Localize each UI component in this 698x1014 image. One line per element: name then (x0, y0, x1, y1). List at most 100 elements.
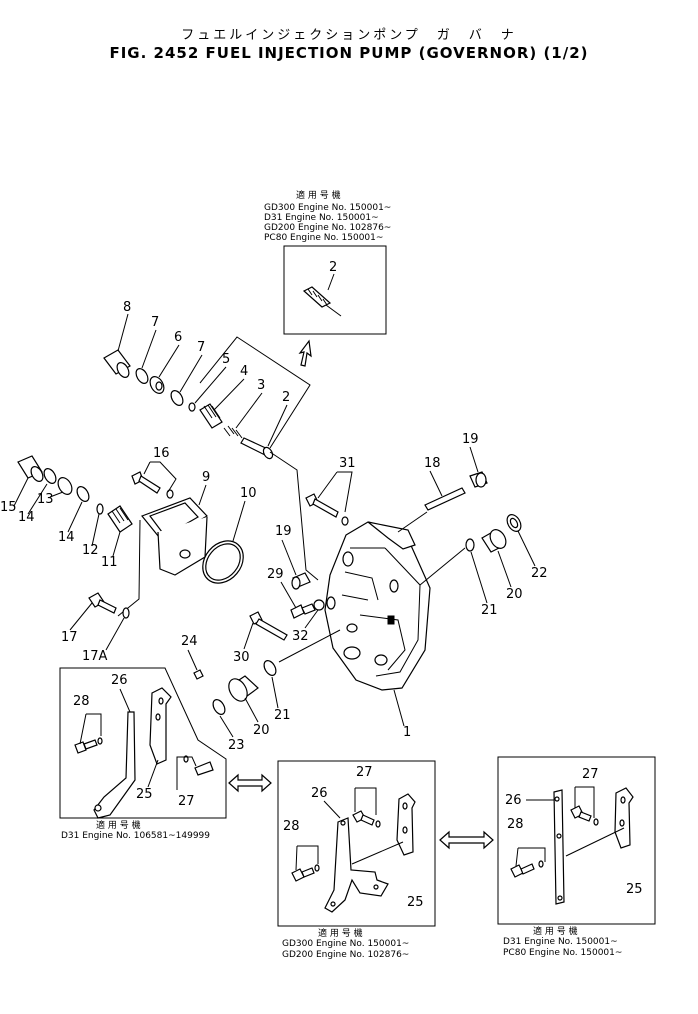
part-spring-4 (199, 403, 223, 429)
page-title: FIG. 2452 FUEL INJECTION PUMP (GOVERNOR)… (109, 44, 589, 62)
page-title-japanese: フュエルインジェクションポンプ ガ バ ナ (181, 28, 517, 43)
callout-22: 22 (531, 566, 548, 581)
assembly-frame (199, 336, 311, 449)
part-bolt-28 (74, 737, 103, 754)
callout-6: 6 (174, 330, 182, 345)
callout-2b: 2 (282, 390, 290, 405)
leader-line (117, 519, 141, 617)
callout-23: 23 (228, 738, 245, 753)
part-pin-18 (424, 487, 466, 511)
callout-7: 7 (151, 315, 159, 330)
part-nut-13 (57, 477, 73, 495)
serial-line: GD200 Engine No. 102876~ (264, 223, 391, 233)
variant-box-left (59, 667, 227, 819)
callout-30: 30 (233, 650, 250, 665)
callout-17a: 17A (82, 649, 108, 664)
part-bolt-27b (352, 810, 381, 828)
callout-19: 19 (462, 432, 479, 447)
part-lever-26 (93, 711, 136, 819)
part-bolt-27 (183, 755, 214, 776)
part-lever-25c (614, 787, 634, 849)
part-o-ring-12 (96, 503, 104, 515)
callout-21b: 21 (274, 708, 291, 723)
part-washer-14b (76, 486, 90, 502)
part-key-24 (193, 669, 204, 680)
callout-27: 27 (178, 794, 195, 809)
part-lever-26b (324, 817, 389, 913)
part-bolt-27c (570, 805, 599, 826)
part-plug-19b (291, 572, 311, 590)
part-bushing-20 (481, 529, 507, 553)
washer (166, 489, 174, 499)
governor-housing-1 (324, 521, 431, 691)
leader-line (278, 629, 341, 663)
part-bolt-28b (291, 864, 320, 882)
callout-27c: 27 (582, 767, 599, 782)
serial-line: PC80 Engine No. 150001~ (264, 233, 383, 243)
callout-31: 31 (339, 456, 356, 471)
callout-25c: 25 (626, 882, 643, 897)
applicability-heading: 適 用 号 機 (96, 819, 141, 831)
variant-box-top (283, 245, 387, 335)
double-arrow (298, 339, 312, 367)
callout-18: 18 (424, 456, 441, 471)
leader-line (419, 547, 466, 586)
callout-28c: 28 (507, 817, 524, 832)
callout-14b: 14 (58, 530, 75, 545)
part-bolt-31 (305, 493, 349, 526)
part-spring-3 (223, 425, 243, 439)
part-washer-7 (135, 368, 149, 384)
part-plug-19 (469, 471, 488, 488)
callout-25b: 25 (407, 895, 424, 910)
callout-7b: 7 (197, 340, 205, 355)
part-washer-14 (43, 468, 57, 484)
callout-28b: 28 (283, 819, 300, 834)
callout-29: 29 (267, 567, 284, 582)
part-washer-17a (122, 607, 130, 619)
part-seal-22 (506, 514, 522, 532)
serial-line: GD300 Engine No. 150001~ (282, 939, 409, 949)
part-bolt-30 (249, 611, 288, 641)
part-nut-8 (103, 349, 131, 378)
callout-4: 4 (240, 364, 248, 379)
part-lever-25b (396, 793, 416, 856)
callout-2: 2 (329, 260, 337, 275)
part-lever-25 (149, 687, 172, 765)
callout-3: 3 (257, 378, 265, 393)
applicability-heading: 適 用 号 機 (318, 927, 363, 939)
part-bolt-2-variant (302, 286, 342, 317)
callout-26c: 26 (505, 793, 522, 808)
callout-32: 32 (292, 629, 309, 644)
callout-20b: 20 (253, 723, 270, 738)
callout-26b: 26 (311, 786, 328, 801)
part-o-ring-21 (465, 538, 475, 552)
callout-20: 20 (506, 587, 523, 602)
callout-13: 13 (37, 492, 54, 507)
double-arrow (228, 773, 272, 793)
part-spring-11 (107, 505, 133, 533)
double-arrow (439, 830, 494, 850)
leader-line (397, 511, 428, 533)
callout-14: 14 (18, 510, 35, 525)
callout-15: 15 (0, 500, 17, 515)
callout-11: 11 (101, 555, 118, 570)
callout-9: 9 (202, 470, 210, 485)
part-o-ring-5 (188, 402, 196, 412)
callout-12: 12 (82, 543, 99, 558)
callout-8: 8 (123, 300, 131, 315)
part-bolt-17 (88, 592, 117, 614)
variant-box-middle (277, 760, 436, 927)
leader-line (269, 451, 319, 581)
callout-17: 17 (61, 630, 78, 645)
part-bolt-29 (290, 603, 316, 619)
part-cover-9 (141, 497, 208, 576)
part-o-ring-21b (263, 660, 277, 676)
applicability-heading: 適 用 号 機 (296, 189, 341, 201)
callout-21: 21 (481, 603, 498, 618)
callout-25: 25 (136, 787, 153, 802)
part-bolt-2 (240, 437, 274, 460)
serial-line: D31 Engine No. 150001~ (264, 213, 379, 223)
part-bolt-28c (510, 860, 544, 878)
top-applicability-note: 適 用 号 機 GD300 Engine No. 150001~ D31 Eng… (264, 189, 391, 243)
variant-box-right (497, 756, 656, 925)
